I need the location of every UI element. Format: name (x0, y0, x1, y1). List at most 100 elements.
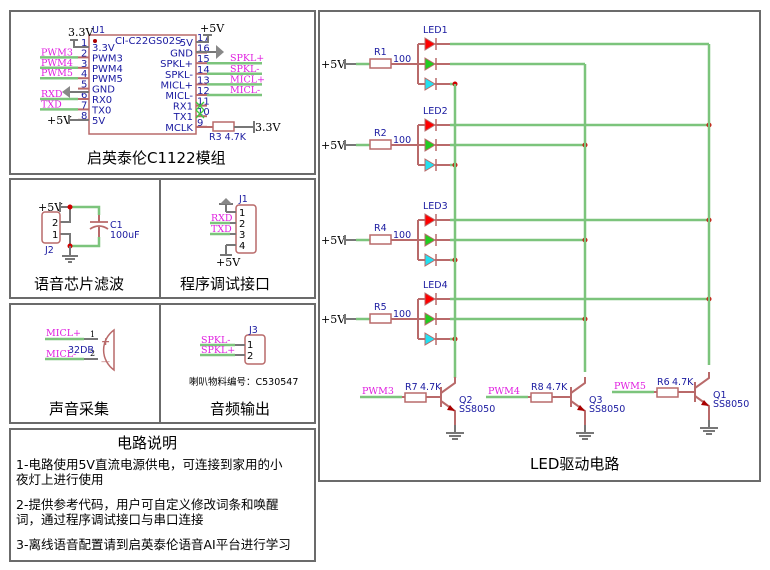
q-part: SS8050 (589, 404, 625, 415)
pin-name: MCLK (165, 123, 193, 134)
j1-ref: J1 (238, 194, 248, 205)
r3-wire-right (234, 121, 255, 133)
led-cyan-icon (424, 158, 436, 172)
j2-connector (41, 211, 61, 244)
pin-name: MICL- (165, 91, 193, 102)
mic-value: 32DB (68, 345, 94, 356)
note-line-5: 3-离线语音配置请到启英泰伦语音AI平台进行学习 (16, 537, 291, 552)
led-ref: LED1 (423, 25, 448, 36)
pin-name: 5V (180, 38, 193, 49)
u1-chip (88, 34, 197, 135)
led-green-icon (424, 312, 436, 326)
pin-name: SPKL+ (160, 59, 193, 70)
pin-name: GND (92, 85, 115, 96)
mic-lead-wires (84, 338, 98, 360)
pin-name: TX0 (91, 105, 111, 116)
pin-number: 15 (197, 54, 210, 65)
notes-block: 电路说明 1-电路使用5V直流电源供电，可连接到家用的小 夜灯上进行使用 2-提… (16, 434, 291, 552)
note-line-3: 2-提供参考代码，用户可自定义修改词条和唤醒 (16, 497, 279, 512)
pin-number: 4 (81, 69, 87, 80)
pin-number: 5 (81, 80, 87, 91)
emitter-arrow (577, 405, 585, 411)
led-red-icon (424, 213, 436, 227)
j3-net-spkl-plus: SPKL+ (201, 345, 235, 356)
filter-wires (70, 205, 101, 248)
res-value: 100 (393, 309, 411, 320)
notes-panel (9, 428, 316, 562)
chip-part: CI-C22GS02S (115, 36, 181, 47)
j3-wires (200, 343, 235, 357)
pin-number: 2 (81, 48, 87, 59)
res-ref: R4 (374, 223, 387, 234)
mic-wires (45, 337, 84, 361)
j3-net-spkl-minus: SPKL- (201, 335, 231, 346)
pin-number: 1 (81, 38, 87, 49)
no-connect-marks (195, 101, 205, 119)
debug-title: 程序调试接口 (180, 275, 270, 293)
led-panel (318, 10, 761, 482)
mic-net-minus: MICL- (46, 349, 76, 360)
r3-label: R3 4.7K (209, 132, 247, 143)
audio-title: 音频输出 (210, 400, 270, 418)
led-red-icon (424, 118, 436, 132)
j1-signal-wires (210, 221, 230, 236)
res-value: 100 (393, 54, 411, 65)
mic-plus: + (101, 335, 110, 348)
led-feed-wire (391, 299, 419, 339)
pin-number: 3 (81, 59, 87, 70)
base-res-value: 4.7K (546, 382, 568, 393)
c1-value: 100uF (110, 230, 140, 241)
emitter-arrow (701, 400, 709, 406)
mic-pin-2: 2 (90, 349, 95, 358)
res-ref: R5 (374, 302, 387, 313)
led-green-icon (424, 138, 436, 152)
led-power: +5V (321, 58, 346, 71)
r3-resistor (212, 121, 235, 132)
gnd-left-icon (62, 86, 70, 98)
pin-number: 12 (197, 86, 210, 97)
ground-icon (446, 425, 464, 440)
j3-pin-1: 1 (247, 340, 253, 351)
pin-name: PWM4 (92, 64, 123, 75)
transistor-icon (570, 377, 586, 425)
net-label: SPKL+ (230, 53, 264, 64)
q-ref: Q2 (459, 395, 473, 406)
net-label: PWM4 (41, 58, 73, 69)
base-res-value: 4.7K (420, 382, 442, 393)
base-resistor (404, 392, 427, 403)
module-panel (9, 10, 316, 175)
j2-pin-2: 2 (52, 218, 58, 229)
led-feed-wire (391, 44, 419, 84)
pin-name: RX1 (173, 102, 193, 113)
pwm-net: PWM4 (488, 386, 520, 397)
pin1-marker (93, 39, 97, 43)
resistor (369, 139, 392, 150)
net-label: MICL- (230, 85, 260, 96)
filter-power: +5V (38, 201, 63, 214)
debug-block: J1 1 2 3 4 RXD TXD +5V 程序调试接口 (180, 194, 270, 293)
resistor (369, 313, 392, 324)
pin-name: GND (170, 49, 193, 60)
power-5v-right-symbol (196, 34, 212, 43)
pin-name: SPKL- (165, 70, 193, 81)
audio-block: J3 1 2 SPKL- SPKL+ 喇叭物料编号：C530547 音频输出 (189, 325, 298, 418)
j1-gnd-icon (220, 198, 232, 204)
base-res-ref: R8 (531, 382, 544, 393)
led-block: LED驱动电路 +5VR1100LED1+5VR2100LED2+5VR4100… (321, 25, 749, 473)
j1-connector (235, 204, 257, 254)
c1-ref: C1 (110, 220, 123, 231)
pin-name: MICL+ (160, 80, 193, 91)
led-power: +5V (321, 313, 346, 326)
filter-gnd-icon (62, 246, 78, 263)
led-green-icon (424, 233, 436, 247)
net-label: TXD (41, 99, 62, 110)
audio-panel (159, 303, 316, 424)
net-label: RXD (41, 89, 63, 100)
j1-pin-1: 1 (239, 208, 245, 219)
debug-panel (159, 178, 316, 299)
power-symbol (344, 140, 356, 150)
j3-lead-wires (235, 344, 245, 356)
j3-connector (244, 334, 266, 365)
led-ref: LED2 (423, 106, 448, 117)
